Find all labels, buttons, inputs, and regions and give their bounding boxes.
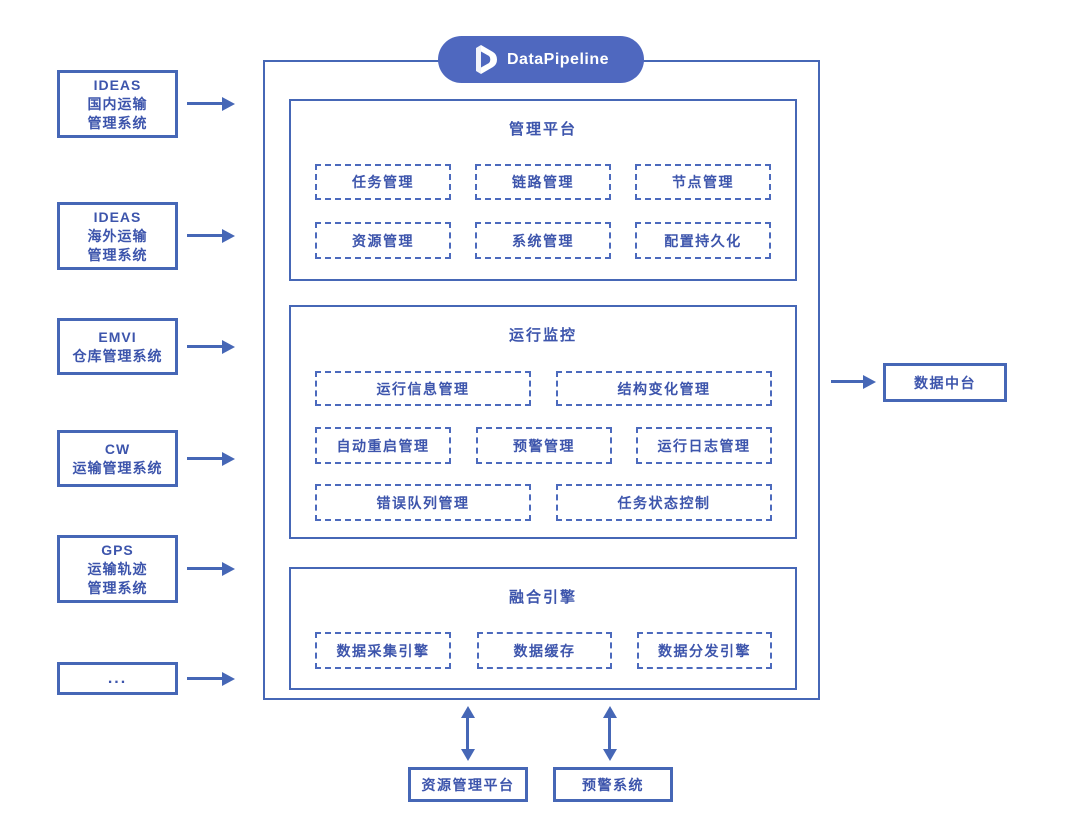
module-chip: 数据分发引擎	[637, 632, 772, 669]
datapipeline-platform-box: 管理平台 任务管理 链路管理 节点管理 资源管理 系统管理 配置持久化 运行监控…	[263, 60, 820, 700]
module-chip: 任务状态控制	[556, 484, 772, 521]
source-label-line: 运输轨迹	[87, 560, 148, 577]
datapipeline-logo-icon	[475, 45, 497, 74]
module-chip: 数据采集引擎	[315, 632, 451, 669]
arrow-updown-icon	[602, 706, 617, 761]
arrow-right-icon	[187, 339, 235, 354]
source-label-line: IDEAS	[93, 76, 142, 93]
section-management-platform: 管理平台 任务管理 链路管理 节点管理 资源管理 系统管理 配置持久化	[289, 99, 797, 281]
module-chip: 运行日志管理	[636, 427, 772, 464]
source-label-line: EMVI	[98, 328, 137, 345]
section-title: 融合引擎	[508, 589, 577, 606]
module-chip: 预警管理	[476, 427, 612, 464]
section-title: 运行监控	[508, 327, 577, 344]
arrow-right-icon	[187, 96, 235, 111]
datapipeline-logo-badge: DataPipeline	[438, 36, 644, 83]
module-chip: 链路管理	[475, 164, 611, 200]
source-label-line: GPS	[101, 541, 134, 558]
module-chip: 配置持久化	[635, 222, 771, 259]
section-title: 管理平台	[508, 121, 577, 138]
module-chip: 自动重启管理	[315, 427, 451, 464]
module-chip: 系统管理	[475, 222, 611, 259]
arrow-right-icon	[187, 228, 235, 243]
module-chip: 资源管理	[315, 222, 451, 259]
resource-management-platform-box: 资源管理平台	[408, 767, 528, 802]
source-label-line: CW	[104, 440, 131, 457]
section-fusion-engine: 融合引擎 数据采集引擎 数据缓存 数据分发引擎	[289, 567, 797, 690]
source-box-emvi-warehouse: EMVI 仓库管理系统	[57, 318, 178, 375]
source-label-line: 管理系统	[87, 579, 148, 596]
source-label-line: IDEAS	[93, 208, 142, 225]
module-chip: 运行信息管理	[315, 371, 531, 406]
section-operation-monitoring: 运行监控 运行信息管理 结构变化管理 自动重启管理 预警管理 运行日志管理 错误…	[289, 305, 797, 539]
module-chip: 任务管理	[315, 164, 451, 200]
source-label-line: ...	[107, 670, 128, 687]
module-chip: 数据缓存	[477, 632, 612, 669]
source-label-line: 仓库管理系统	[72, 347, 163, 364]
source-box-ideas-overseas: IDEAS 海外运输 管理系统	[57, 202, 178, 270]
arrow-updown-icon	[460, 706, 475, 761]
arrow-right-icon	[187, 671, 235, 686]
source-label-line: 国内运输	[87, 95, 148, 112]
data-middle-platform-box: 数据中台	[883, 363, 1007, 402]
arrow-right-icon	[187, 561, 235, 576]
arrow-right-icon	[187, 451, 235, 466]
source-box-cw-transport: CW 运输管理系统	[57, 430, 178, 487]
source-label-line: 运输管理系统	[72, 459, 163, 476]
source-label-line: 管理系统	[87, 114, 148, 131]
source-box-ideas-domestic: IDEAS 国内运输 管理系统	[57, 70, 178, 138]
warning-system-box: 预警系统	[553, 767, 673, 802]
arrow-right-icon	[831, 374, 876, 389]
module-chip: 结构变化管理	[556, 371, 772, 406]
module-chip: 节点管理	[635, 164, 771, 200]
source-box-ellipsis: ...	[57, 662, 178, 695]
source-box-gps-track: GPS 运输轨迹 管理系统	[57, 535, 178, 603]
module-chip: 错误队列管理	[315, 484, 531, 521]
source-label-line: 管理系统	[87, 246, 148, 263]
source-label-line: 海外运输	[87, 227, 148, 244]
brand-name: DataPipeline	[506, 50, 610, 68]
